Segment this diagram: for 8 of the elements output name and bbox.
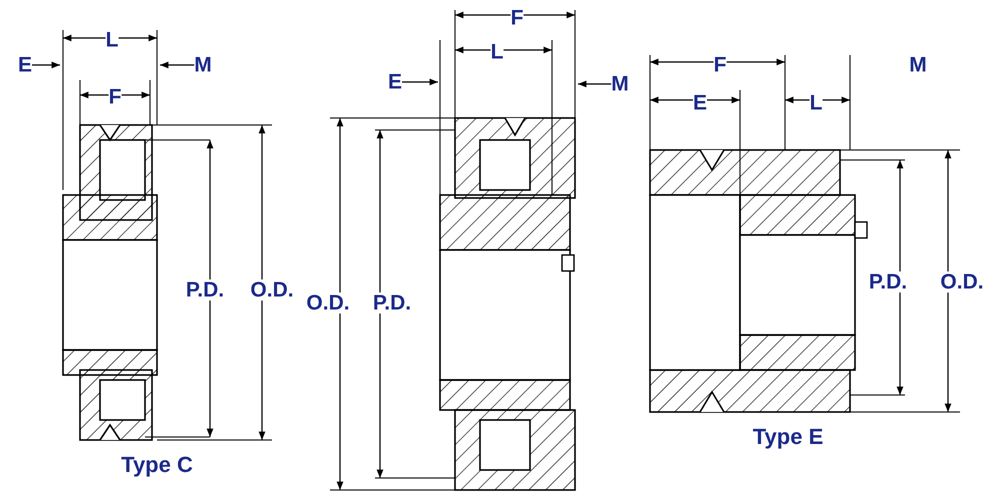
dimension-label: O.D.: [250, 280, 294, 300]
drawing-caption: Type E: [752, 426, 824, 448]
dimension-label: P.D.: [186, 280, 224, 300]
drawing-caption: Type C: [121, 454, 193, 476]
dimension-label: O.D.: [306, 292, 350, 314]
dimension-label: P.D.: [868, 272, 908, 292]
dimension-label: P.D.: [372, 292, 412, 314]
dimension-label: O.D.: [940, 272, 984, 292]
